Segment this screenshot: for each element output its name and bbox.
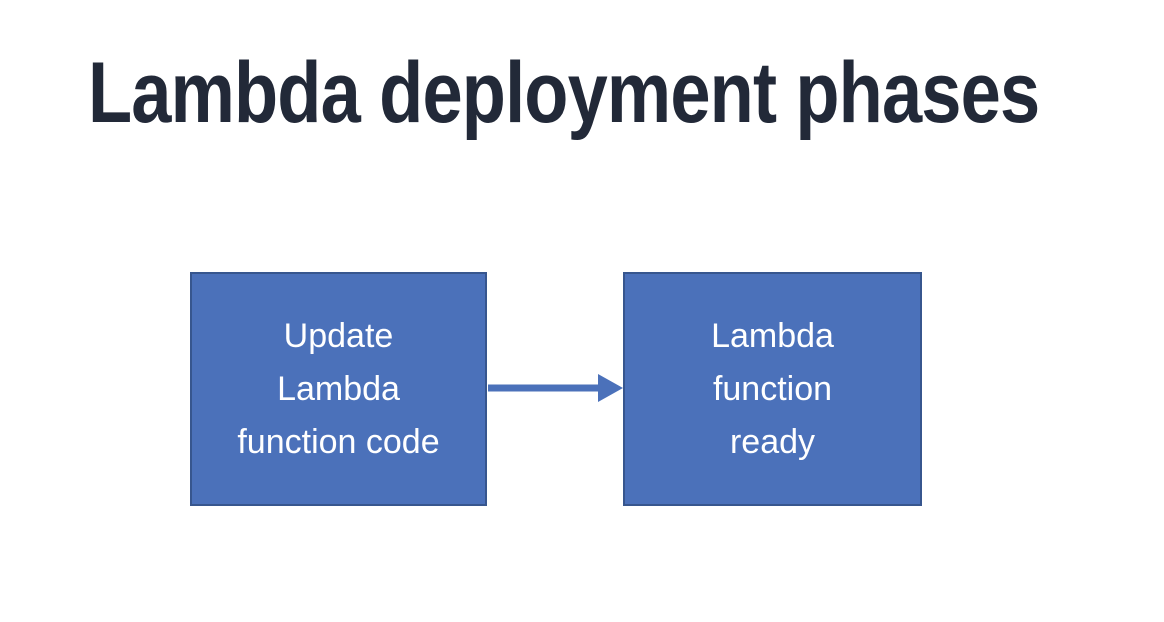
flow-box-lambda-function-ready: Lambda function ready	[623, 272, 922, 506]
flow-box-text-line: Update	[283, 316, 394, 355]
flow-box-text-line: Lambda	[711, 316, 834, 355]
flow-box-update-lambda-function-code: Update Lambda function code	[190, 272, 487, 506]
arrow-head-icon	[598, 374, 623, 402]
flow-box-text-line: ready	[729, 422, 816, 461]
flow-box-text-line: Lambda	[277, 369, 400, 408]
right-arrow-connector	[488, 374, 623, 402]
flow-box-text-line: function	[712, 369, 833, 408]
flow-box-text-line: function code	[237, 422, 440, 461]
page-title: Lambda deployment phases	[88, 45, 1040, 141]
